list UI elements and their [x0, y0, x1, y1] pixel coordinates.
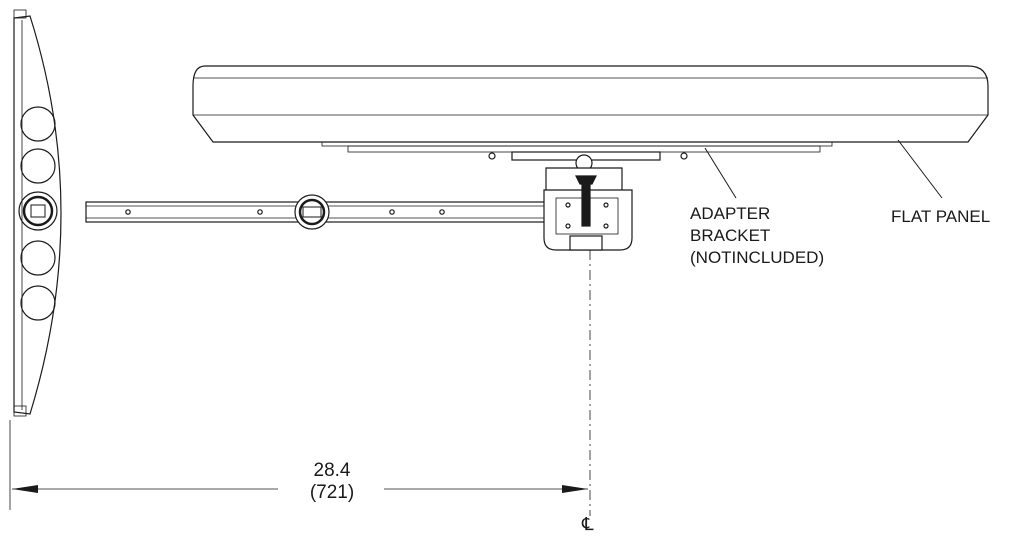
pivot-knob	[18, 191, 58, 231]
dimension-label: 28.4 (721)	[280, 460, 384, 504]
dimension-line	[9, 420, 588, 510]
knockout-hole	[20, 285, 56, 321]
flat-panel-label: FLAT PANEL	[891, 207, 991, 226]
adapter-bracket	[488, 151, 688, 251]
wall-plate	[13, 9, 62, 417]
adapter-bracket-label-line3: (NOTINCLUDED)	[690, 248, 825, 267]
dimension-millimeters: (721)	[309, 482, 355, 503]
knockout-hole	[20, 148, 56, 184]
extension-arm	[85, 194, 557, 230]
knockout-hole	[20, 106, 56, 142]
leader-adapter	[704, 147, 737, 199]
centerline-symbol: ℄	[582, 514, 594, 534]
leader-flat-panel	[897, 139, 943, 199]
knockout-hole	[20, 240, 56, 276]
adapter-bracket-label-line2: BRACKET	[690, 226, 771, 245]
dimension-inches: 28.4	[313, 460, 351, 481]
adapter-bracket-label: ADAPTER BRACKET (NOTINCLUDED)	[690, 203, 824, 269]
adapter-bracket-label-line1: ADAPTER	[690, 204, 771, 223]
flat-panel	[192, 65, 989, 153]
